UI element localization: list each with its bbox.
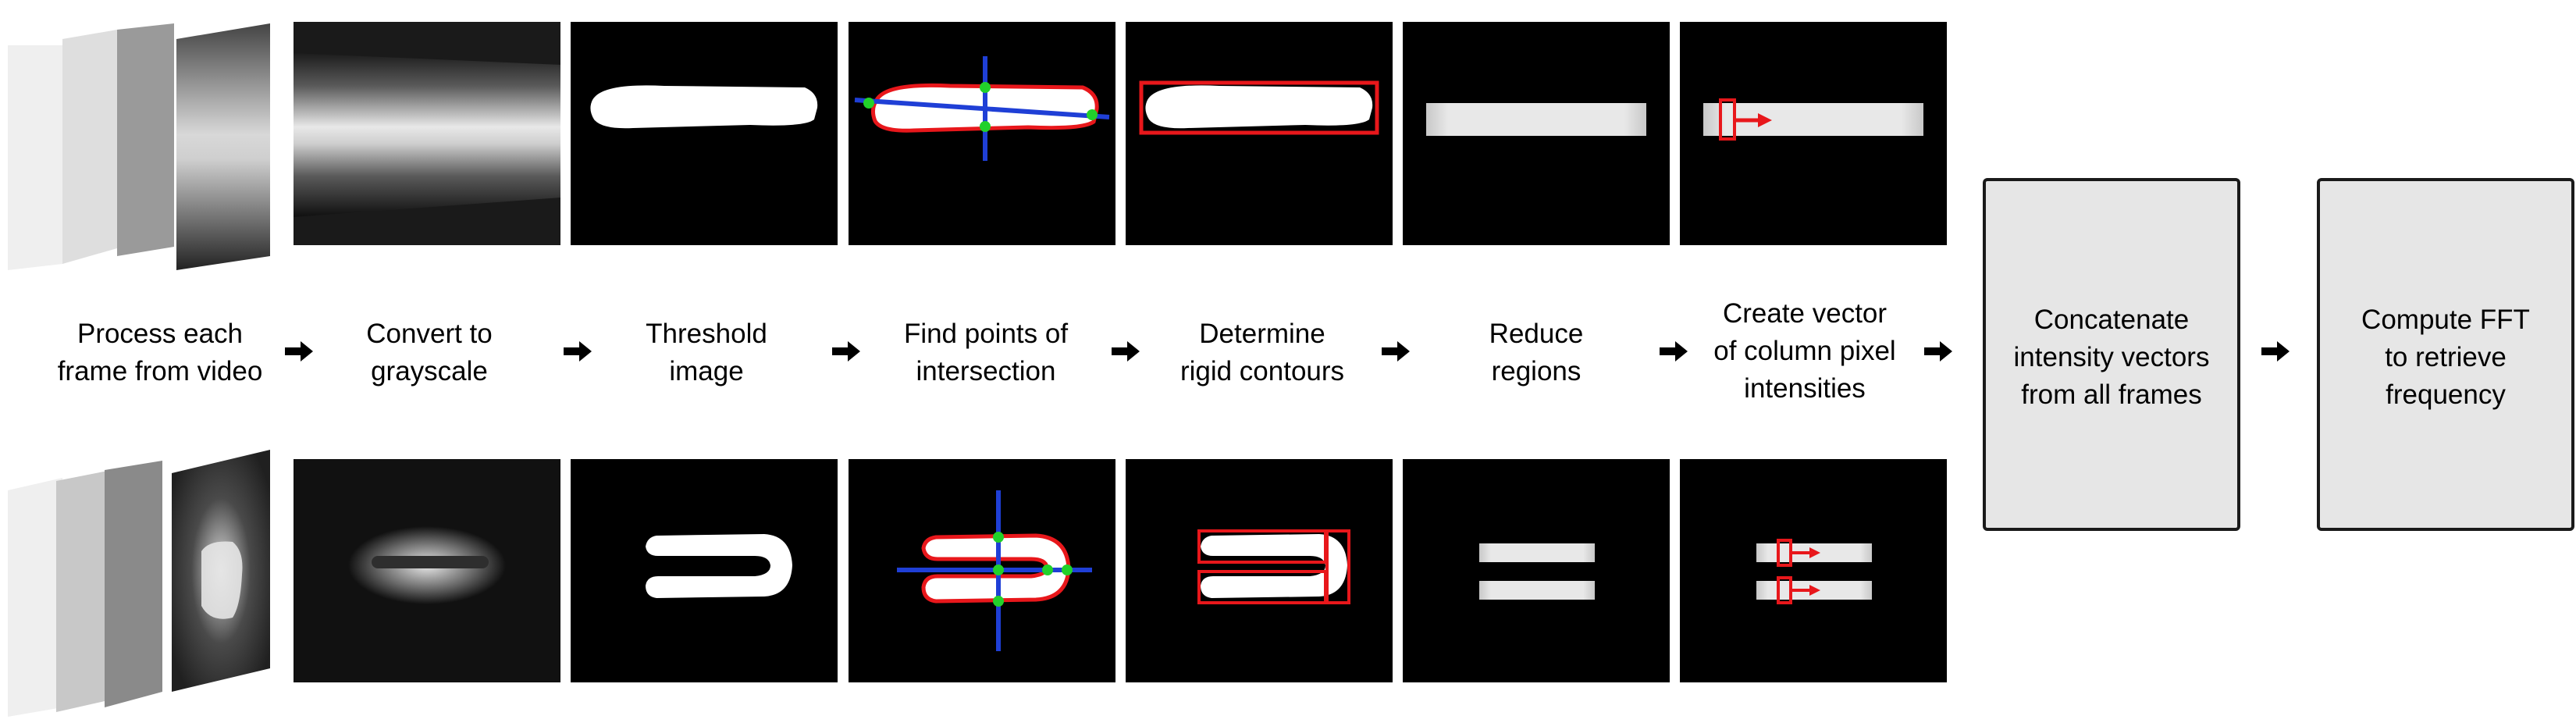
intersection-point <box>980 121 991 132</box>
step-label-grayscale: Convert to grayscale <box>366 319 493 386</box>
major-axis-line <box>854 98 1110 119</box>
flow-arrow <box>832 341 860 362</box>
scan-direction-arrow <box>1809 585 1820 596</box>
panel-contours-top <box>1126 22 1393 245</box>
scan-direction-arrow <box>1809 547 1820 558</box>
flow-arrow <box>2261 341 2290 362</box>
panel-threshold-top <box>571 22 838 245</box>
video-frame-stack-top <box>6 22 272 270</box>
intersection-point <box>1062 565 1073 575</box>
panel-vector-top <box>1680 22 1947 245</box>
panel-intersection-top <box>849 22 1115 245</box>
panel-vector-bottom <box>1680 459 1947 682</box>
intersection-point <box>1087 109 1098 120</box>
intersection-point <box>863 98 874 109</box>
rigid-contour-box <box>1139 80 1379 135</box>
intersection-point <box>1042 565 1053 575</box>
video-frame-stack-bottom <box>6 450 272 717</box>
step-label-contours: Determine rigid contours <box>1179 319 1345 386</box>
panel-grayscale-bottom <box>294 459 560 682</box>
panel-grayscale-top <box>294 22 560 245</box>
step-label-vector: Create vector of column pixel intensitie… <box>1713 298 1896 404</box>
stack-frame-4 <box>176 23 270 270</box>
stack-frame-3 <box>105 461 162 707</box>
stack-frame-2 <box>56 470 112 712</box>
concatenate-box: Concatenate intensity vectors from all f… <box>1983 178 2240 531</box>
flow-arrow <box>1924 341 1952 362</box>
intersection-point <box>993 565 1004 575</box>
reduced-region <box>1426 103 1646 136</box>
step-label-threshold: Threshold image <box>646 319 767 386</box>
step-label-process: Process each frame from video <box>57 319 263 386</box>
rigid-contour-box <box>1325 529 1350 604</box>
intersection-point <box>993 532 1004 543</box>
stack-frame-3 <box>117 23 174 256</box>
step-label-concatenate: Concatenate intensity vectors from all f… <box>2013 305 2210 410</box>
stack-frame-1 <box>8 478 62 717</box>
stack-frame-2 <box>62 30 117 264</box>
threshold-blob <box>590 85 818 129</box>
intersection-point <box>993 596 1004 607</box>
panel-reduce-top <box>1403 22 1670 245</box>
step-label-intersection: Find points of intersection <box>903 319 1069 386</box>
reduced-region <box>1479 581 1595 600</box>
threshold-blob <box>646 534 792 598</box>
flow-arrow <box>564 341 592 362</box>
intersection-point <box>980 82 991 93</box>
flow-arrow <box>1660 341 1688 362</box>
panel-reduce-bottom <box>1403 459 1670 682</box>
reduced-region <box>1479 543 1595 562</box>
panel-intersection-bottom <box>849 459 1115 682</box>
step-label-reduce: Reduce regions <box>1489 319 1584 386</box>
fft-box: Compute FFT to retrieve frequency <box>2317 178 2574 531</box>
stack-frame-1 <box>8 45 62 270</box>
step-label-fft: Compute FFT to retrieve frequency <box>2361 305 2530 410</box>
flow-arrow <box>1382 341 1410 362</box>
panel-threshold-bottom <box>571 459 838 682</box>
flow-arrow <box>1112 341 1140 362</box>
flow-arrow <box>285 341 313 362</box>
panel-contours-bottom <box>1126 459 1393 682</box>
scan-direction-arrow <box>1758 113 1772 127</box>
